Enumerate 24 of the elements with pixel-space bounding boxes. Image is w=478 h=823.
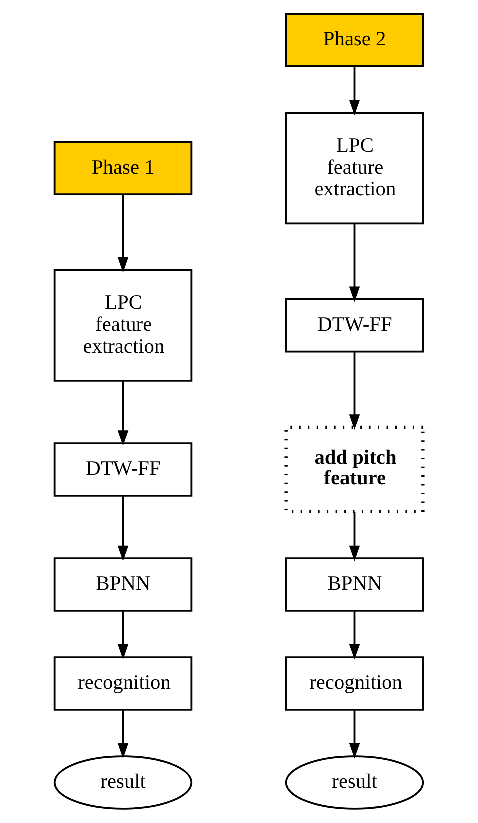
arrow xyxy=(118,381,129,446)
node-box: recognition xyxy=(285,656,424,711)
node-ellipse: result xyxy=(285,756,424,810)
arrow xyxy=(118,194,129,273)
node-box: LPC feature extraction xyxy=(54,269,193,382)
arrow xyxy=(349,611,360,660)
node-box: recognition xyxy=(54,656,193,711)
node-box: add pitch feature xyxy=(284,426,425,514)
arrow xyxy=(118,710,129,759)
node-box: Phase 2 xyxy=(285,13,424,68)
arrow xyxy=(349,224,360,302)
node-box: DTW-FF xyxy=(54,442,193,497)
node-box: BPNN xyxy=(54,558,193,612)
arrow xyxy=(349,512,360,562)
arrow xyxy=(118,611,129,660)
arrow xyxy=(349,67,360,116)
node-box: BPNN xyxy=(285,558,424,612)
arrow xyxy=(118,496,129,562)
node-box: Phase 1 xyxy=(54,141,193,196)
node-box: DTW-FF xyxy=(285,298,424,353)
arrow xyxy=(349,352,360,430)
arrow xyxy=(349,710,360,759)
node-ellipse: result xyxy=(54,756,193,810)
node-box: LPC feature extraction xyxy=(285,112,424,225)
